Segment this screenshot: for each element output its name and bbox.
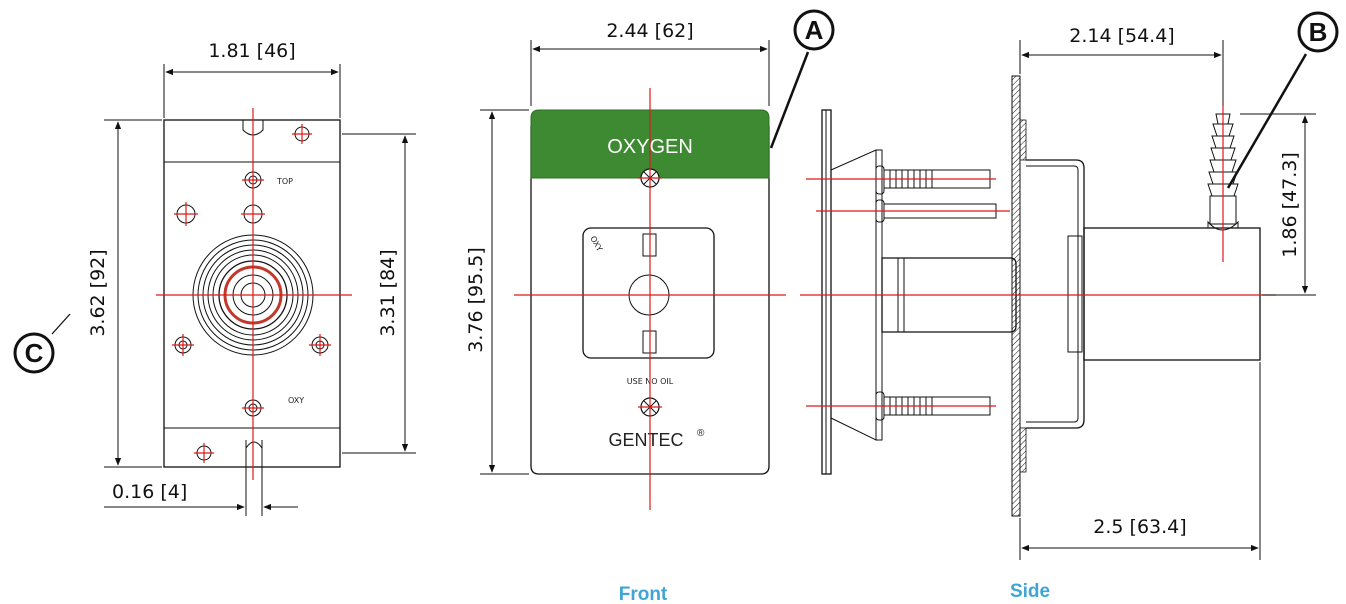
dim-side-height: 1.86 [47.3]: [1279, 152, 1301, 257]
registered-mark: ®: [697, 428, 705, 439]
dim-front-height: 3.76 [95.5]: [465, 247, 487, 352]
rear-oxy-mark: OXY: [288, 396, 304, 405]
plate-brand: GENTEC: [608, 430, 683, 450]
callout-b: B: [1309, 17, 1328, 47]
callout-a: A: [805, 15, 824, 45]
dim-rear-height-outer: 3.62 [92]: [87, 249, 109, 336]
front-view-label: Front: [619, 584, 668, 604]
rear-top-mark: TOP: [276, 177, 293, 186]
rear-body-outline: [163, 119, 341, 468]
dim-rear-height-inner: 3.31 [84]: [377, 249, 399, 336]
side-dimensions: 2.14 [54.4] 1.86 [47.3] 2.5 [63.4] B: [1019, 11, 1339, 560]
rear-dimensions: 1.81 [46] 3.62 [92] 3.31 [84] 0.16 [4] C: [13, 40, 416, 511]
dim-rear-width: 1.81 [46]: [208, 40, 295, 62]
dim-side-depth-top: 2.14 [54.4]: [1069, 25, 1174, 47]
front-view: OXYGEN OXY USE NO OIL GENTEC ®: [514, 88, 786, 510]
key-label: OXY: [588, 235, 604, 254]
dim-front-width: 2.44 [62]: [606, 20, 693, 42]
dim-side-depth-bottom: 2.5 [63.4]: [1093, 516, 1186, 538]
side-view: [800, 75, 1276, 517]
callout-c: C: [25, 338, 44, 368]
side-view-label: Side: [1010, 581, 1050, 602]
rear-view: TOP OXY: [156, 108, 352, 516]
dim-rear-offset: 0.16 [4]: [112, 481, 187, 503]
front-dimensions: 2.44 [62] 3.76 [95.5] A: [465, 9, 835, 475]
quick-connect-outlet: [582, 227, 715, 359]
